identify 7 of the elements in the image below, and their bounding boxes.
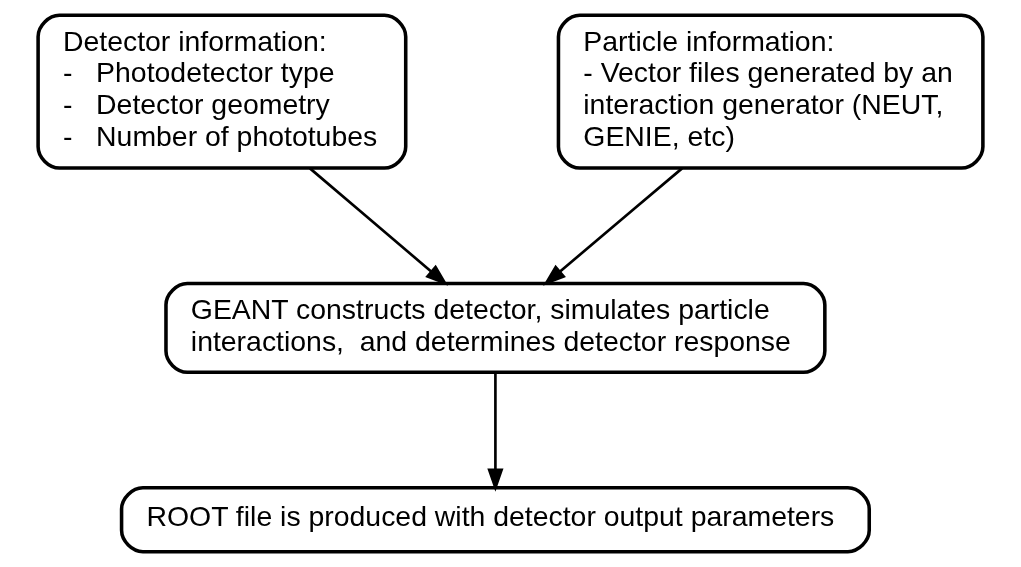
arrow (487, 372, 504, 492)
arrow (543, 167, 683, 286)
arrow (309, 167, 449, 286)
node-box: Detector information: - Photodetector type - Detector geometry - Number of phototubes (36, 13, 408, 170)
node-box: Particle information: - Vector files generated by an interaction generator (NEUT, GENIE, etc) (556, 13, 985, 170)
node-box: GEANT constructs detector, simulates particle interactions, and determines detector response (164, 281, 827, 375)
node-box: ROOT file is produced with detector output parameters (119, 485, 871, 554)
